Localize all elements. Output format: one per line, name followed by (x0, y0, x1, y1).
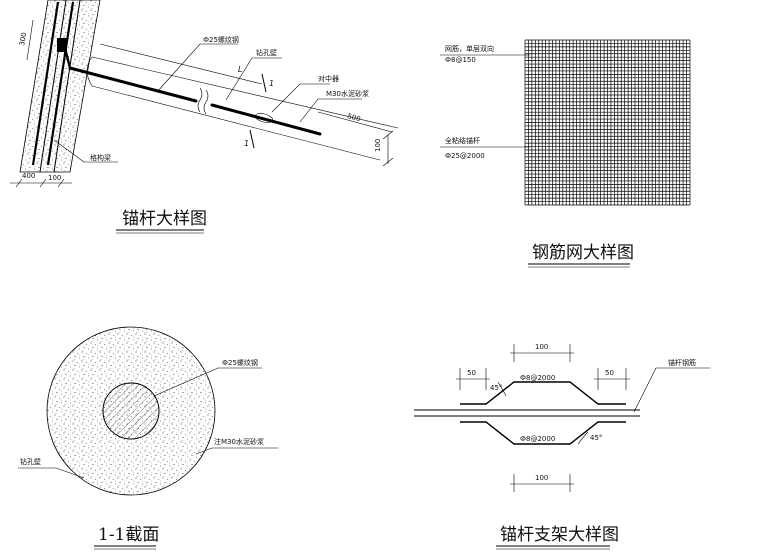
rebar-label: Ф25螺纹钢 (203, 35, 239, 44)
dim-bottom-tick-3 (57, 178, 65, 188)
length-dim-line (99, 43, 263, 85)
bar-bottom-label: Ф8@2000 (520, 435, 555, 443)
anchor-rebar-label: 锚杆钢筋 (668, 358, 696, 367)
section-mark-line-top (261, 73, 267, 93)
anchor-label-line1: 全粘结锚杆 (445, 136, 480, 145)
section-hole-leader (18, 467, 85, 479)
mesh-detail: 网筋，单层双向 Ф8@150 全粘结锚杆 Ф25@2000 钢筋网大样图 (440, 39, 691, 268)
section-mark-top: 1 (269, 79, 274, 88)
dim-100-bottom-label: 100 (48, 174, 61, 182)
angle-top-label: 45° (490, 384, 502, 392)
anchor-rebar-1 (68, 66, 198, 103)
section-grout-leader (195, 447, 278, 455)
wall-rebar-2 (46, 1, 75, 166)
rebar-hook (64, 51, 72, 69)
section-detail-title: 1-1截面 (98, 525, 159, 545)
centralizer-label: 对中器 (318, 74, 339, 83)
dim-500-line (317, 111, 393, 133)
wall-rebar (31, 1, 60, 166)
mesh-grid (524, 39, 691, 206)
centralizer (254, 113, 274, 123)
bracket-bottom-bar (460, 421, 626, 445)
beam-rebar-box (57, 38, 67, 52)
break-mark-2 (203, 89, 209, 115)
dim-300-line (26, 19, 34, 61)
hole-top-line (91, 56, 399, 129)
anchor-label-line2: Ф25@2000 (445, 152, 485, 160)
hole-bottom-line (91, 85, 381, 161)
dim-bottom-tick-1 (15, 178, 23, 188)
rebar-circle (102, 382, 160, 440)
dim-100-tick-b (382, 157, 394, 167)
anchor-detail-title: 锚杆大样图 (122, 209, 207, 229)
anchor-detail: Ф25螺纹钢 钻孔壁 对中器 M30水泥砂浆 格构梁 L 1 1 500 100… (10, 0, 399, 234)
dim-500-label: 500 (346, 112, 361, 123)
length-label: L (238, 65, 242, 74)
dim-bottom-tick-2 (39, 178, 47, 188)
break-mark (197, 87, 203, 113)
rebar-leader (156, 43, 238, 93)
section-rebar-label: Ф25螺纹钢 (222, 358, 258, 367)
hole-end-cap (86, 56, 93, 87)
dim-100-right-label: 100 (374, 139, 382, 152)
dim-400-label: 400 (22, 172, 35, 180)
beam-label: 格构梁 (90, 153, 111, 162)
bracket-top-bar (460, 381, 626, 405)
anchor-rebar-2 (210, 103, 322, 136)
slope-face-line (39, 0, 67, 173)
grout-label: M30水泥砂浆 (326, 89, 369, 98)
dim-right-label: 50 (605, 369, 614, 377)
dim-top-label: 100 (535, 343, 548, 351)
angle-arc-bottom (577, 431, 589, 445)
beam-leader (53, 139, 118, 163)
hole-wall-label: 钻孔壁 (256, 48, 277, 57)
section-mark-bottom: 1 (244, 139, 249, 148)
mesh-detail-title: 钢筋网大样图 (532, 243, 634, 263)
section-detail: Ф25螺纹钢 注M30水泥砂浆 钻孔壁 1-1截面 (18, 326, 278, 550)
angle-bottom-label: 45° (590, 434, 602, 442)
bracket-detail-title: 锚杆支架大样图 (500, 525, 619, 545)
hole-wall-leader (225, 57, 282, 101)
section-rebar-leader (153, 367, 262, 397)
section-mark-line-bottom (249, 129, 255, 149)
anchor-rebar-leader (633, 367, 710, 413)
mesh-label-line2: Ф8@150 (445, 56, 476, 64)
dim-100-tick-a (382, 130, 394, 140)
dim-300-label: 300 (18, 32, 28, 47)
angle-arc-top (497, 381, 507, 397)
bar-top-label: Ф8@2000 (520, 374, 555, 382)
bracket-detail: 100 100 50 50 45° 45° Ф8@2000 Ф8@2000 锚杆… (414, 343, 710, 550)
grout-leader (299, 98, 362, 123)
section-grout-label: 注M30水泥砂浆 (214, 437, 264, 446)
mesh-label-line1: 网筋，单层双向 (445, 44, 494, 53)
dim-bottom-label: 100 (535, 474, 548, 482)
dim-left-label: 50 (467, 369, 476, 377)
centralizer-leader (271, 83, 330, 113)
section-hole-label: 钻孔壁 (20, 457, 41, 466)
